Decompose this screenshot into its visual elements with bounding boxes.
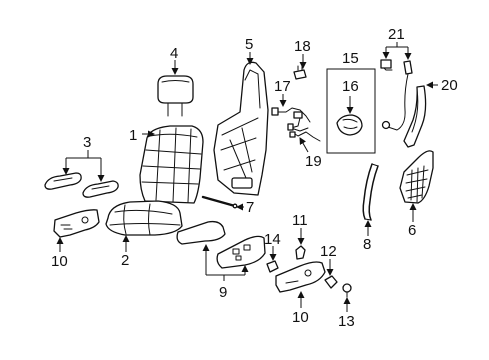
side-covers	[44, 172, 119, 198]
screw	[342, 283, 352, 298]
callout-15: 15	[342, 50, 359, 67]
callout-20: 20	[441, 77, 458, 94]
seat-back-frame	[213, 61, 269, 196]
callout-8: 8	[363, 236, 371, 253]
side-trim	[403, 85, 427, 148]
callout-11: 11	[292, 212, 308, 229]
callout-19: 19	[305, 153, 322, 170]
clip	[266, 260, 279, 273]
callout-3: 3	[83, 134, 91, 151]
sensor-module	[336, 114, 363, 136]
callout-9: 9	[219, 284, 227, 301]
seal-strip	[362, 163, 379, 221]
wire	[289, 131, 321, 142]
callout-10-right: 10	[292, 309, 309, 326]
callout-10-left: 10	[51, 253, 68, 270]
callout-17: 17	[274, 78, 291, 95]
part-group-box	[326, 68, 376, 154]
leader-lines	[56, 42, 438, 312]
knob	[324, 275, 338, 289]
belt-harness	[380, 59, 413, 131]
seat-side-shield-right	[275, 261, 326, 293]
switch-harness	[271, 107, 311, 132]
callout-5: 5	[245, 36, 253, 53]
callout-16: 16	[342, 78, 359, 95]
rod	[201, 195, 238, 209]
callout-18: 18	[294, 38, 311, 55]
seat-frame-rails	[176, 220, 266, 269]
callout-13: 13	[338, 313, 355, 330]
callout-21: 21	[388, 26, 405, 43]
callout-6: 6	[408, 222, 416, 239]
headrest	[157, 75, 194, 117]
bracket	[295, 245, 306, 260]
connector	[293, 65, 307, 80]
seat-cushion	[105, 200, 183, 236]
callout-7: 7	[246, 199, 254, 216]
callout-2: 2	[121, 252, 129, 269]
seat-side-shield-left	[53, 209, 100, 238]
seat-back-cushion	[139, 125, 204, 204]
callout-14: 14	[264, 231, 281, 248]
callout-1: 1	[129, 127, 137, 144]
callout-4: 4	[170, 45, 178, 62]
seat-back-panel	[399, 150, 434, 204]
callout-12: 12	[320, 243, 337, 260]
